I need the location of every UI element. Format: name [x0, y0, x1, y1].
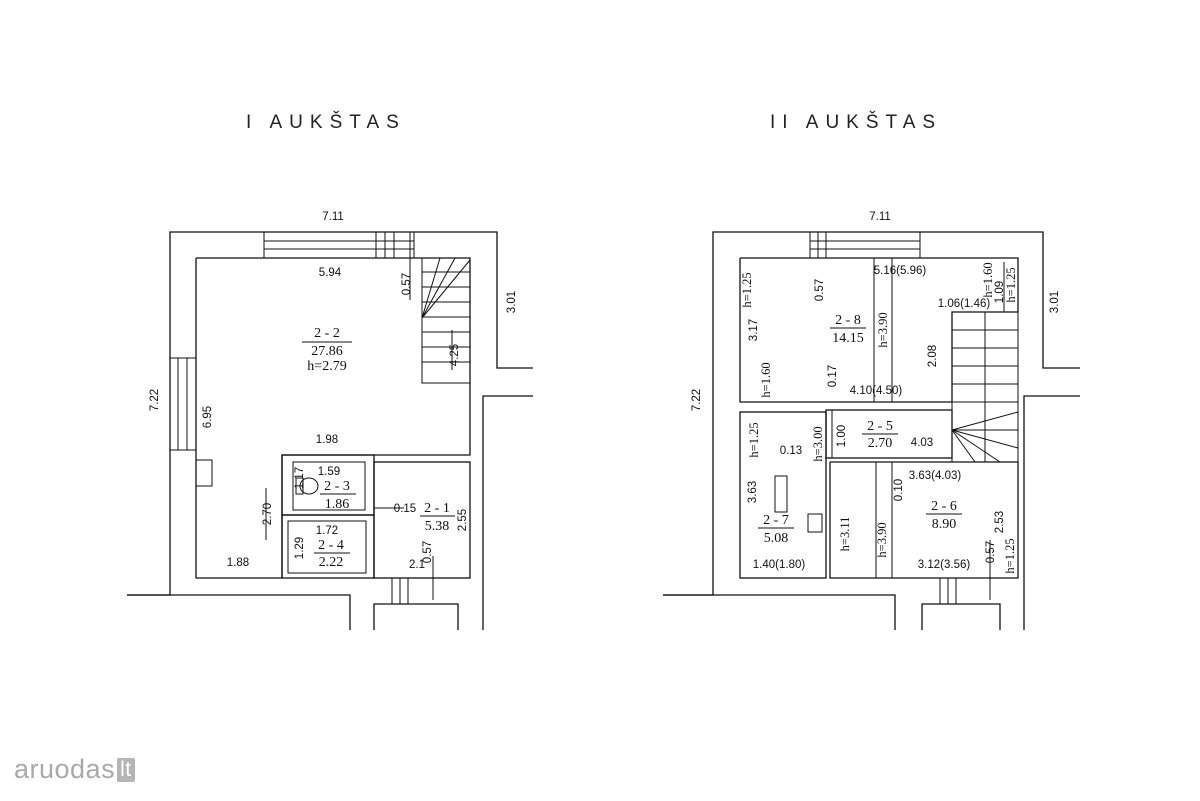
svg-text:2 - 4: 2 - 4: [318, 538, 344, 553]
dim-r5-013: 0.13: [780, 445, 802, 457]
dim-bottom-left: 1.88: [227, 557, 249, 569]
room-2-7-label: 2 - 7 5.08: [758, 513, 794, 546]
toilet-icon: [299, 477, 319, 495]
dim-r6-010: 0.10: [893, 479, 905, 501]
dim-toilet: 1.17: [294, 467, 306, 489]
svg-text:2 - 8: 2 - 8: [835, 313, 861, 328]
svg-text:2 - 3: 2 - 3: [324, 479, 350, 494]
door-symbol: [195, 459, 213, 487]
room-2-1-wall: [373, 461, 471, 579]
floor-2-title: II AUKŠTAS: [770, 112, 943, 133]
staircase: [951, 311, 1019, 463]
staircase: [421, 257, 471, 384]
dim-r8-corner: 1.06(1.46): [938, 298, 991, 310]
svg-text:2 - 1: 2 - 1: [424, 501, 450, 516]
floor-1-plan: 7.11 5.94 3.01 0.57 4.25 7.22 6.95 1.98 …: [127, 211, 533, 630]
dim-r6-057: 0.57: [985, 541, 997, 563]
svg-text:2 - 7: 2 - 7: [763, 513, 789, 528]
entrance-steps: [921, 540, 1001, 630]
svg-text:5.08: 5.08: [764, 531, 789, 546]
dim-top: 7.11: [869, 211, 891, 223]
dim-stair-offset: 0.57: [401, 273, 413, 295]
svg-text:14.15: 14.15: [832, 331, 864, 346]
dim-r7-height: 3.63: [747, 481, 759, 503]
dim-top: 7.11: [322, 211, 344, 223]
floor-2-plan: 7.11 3.01 7.22 0.57 5.16(5.96) h=1.25 3.…: [663, 211, 1080, 630]
svg-text:8.90: 8.90: [932, 517, 957, 532]
svg-text:5.38: 5.38: [425, 519, 450, 534]
svg-text:2.70: 2.70: [868, 436, 893, 451]
svg-text:1.86: 1.86: [325, 497, 350, 512]
dim-r8-length: 3.17: [748, 319, 760, 341]
dim-r5-width: 4.03: [911, 437, 933, 449]
dim-r7-width: 1.40(1.80): [753, 559, 806, 571]
dim-r4-width: 1.72: [316, 525, 338, 537]
dim-r5-hh: h=3.00: [811, 426, 825, 461]
dim-r8-017: 0.17: [827, 365, 839, 387]
room-2-2-label: 2 - 2 27.86 h=2.79: [302, 326, 352, 374]
dim-r8-width: 5.16(5.96): [874, 265, 927, 277]
room-2-6-label: 2 - 6 8.90: [926, 499, 962, 532]
dim-hall-small: 0.57: [422, 541, 434, 563]
svg-text:2 - 6: 2 - 6: [931, 499, 957, 514]
window: [169, 357, 197, 451]
dim-r8-bottom: 4.10(4.50): [850, 385, 903, 397]
dim-r8-c2: 1.09: [994, 281, 1006, 303]
dim-stair-length: 4.25: [449, 344, 461, 366]
dim-r8-right: 2.08: [927, 345, 939, 367]
dim-r8-c3: h=1.25: [1004, 267, 1018, 302]
outer-wall: [663, 594, 896, 630]
room-2-5-label: 2 - 5 2.70: [862, 419, 898, 451]
dim-r8-c1: h=1.60: [981, 262, 995, 297]
dim-right: 3.01: [506, 291, 518, 313]
room-2-8-label: 2 - 8 14.15: [830, 313, 866, 346]
dim-left: 7.22: [149, 389, 161, 411]
dim-wc-height: 2.70: [262, 503, 274, 525]
dim-mid: 1.98: [316, 434, 338, 446]
dim-hall-width: 2.1: [409, 559, 425, 571]
dim-left: 7.22: [691, 389, 703, 411]
dim-inner-width: 5.94: [319, 267, 342, 279]
room-2-1-label: 2 - 1 5.38: [420, 501, 455, 534]
svg-text:27.86: 27.86: [311, 344, 343, 359]
room-2-6-wall: [829, 461, 1019, 579]
dim-window-offset: 0.57: [814, 279, 826, 301]
dim-r6-h390: h=3.90: [875, 522, 889, 557]
dim-r7-h125: h=1.25: [747, 422, 761, 457]
outer-wall: [1023, 395, 1080, 630]
dim-r8-h-top: h=1.25: [740, 272, 754, 307]
dim-r4-height: 1.29: [294, 537, 306, 559]
room-2-7-wall: [739, 411, 827, 579]
room-2-3-label: 2 - 3 1.86: [320, 479, 356, 512]
svg-text:2.22: 2.22: [319, 555, 344, 570]
dim-r8-h-low: h=1.60: [759, 362, 773, 397]
outer-wall: [127, 594, 351, 630]
dim-wc-width: 1.59: [318, 466, 340, 478]
room-2-4-label: 2 - 4 2.22: [314, 538, 350, 570]
dim-r6-height: 2.53: [994, 511, 1006, 533]
svg-text:2 - 2: 2 - 2: [314, 326, 340, 341]
dim-hall-gap: 0.15: [394, 503, 416, 515]
svg-text:2 - 5: 2 - 5: [867, 419, 893, 434]
dim-r5-height: 1.00: [836, 425, 848, 447]
floor-1-title: I AUKŠTAS: [246, 112, 406, 133]
dim-inner-left: 6.95: [202, 406, 214, 428]
outer-wall: [482, 395, 533, 630]
dim-r8-h-mid: h=3.90: [876, 312, 890, 347]
entrance-steps: [373, 556, 459, 630]
dim-right: 3.01: [1049, 291, 1061, 313]
dim-r6-h125: h=1.25: [1003, 538, 1017, 573]
svg-text:h=2.79: h=2.79: [307, 359, 346, 374]
dim-hall-height: 2.55: [457, 509, 469, 531]
dim-r6-width: 3.63(4.03): [909, 470, 962, 482]
dim-r6-h311: h=3.11: [838, 517, 852, 552]
window: [263, 231, 415, 259]
dim-r6-width2: 3.12(3.56): [918, 559, 971, 571]
